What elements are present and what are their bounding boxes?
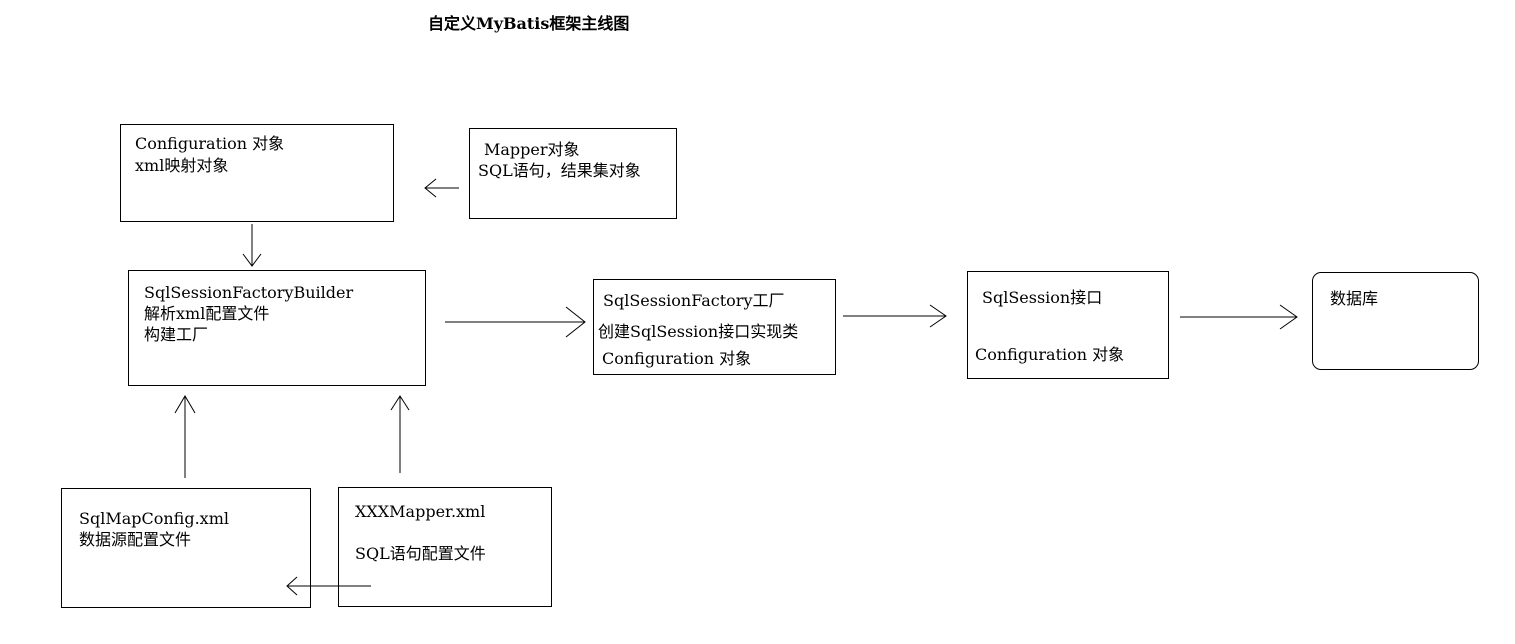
database-node xyxy=(1312,272,1479,370)
mapper-node xyxy=(469,128,677,219)
sqlmapconfig-line-1: SqlMapConfig.xml xyxy=(79,509,229,528)
mapper-line-1: Mapper对象 xyxy=(484,140,580,159)
configuration-node xyxy=(120,124,394,222)
session-node xyxy=(967,271,1169,379)
builder-line-3: 构建工厂 xyxy=(144,325,209,344)
xxxmapper-line-2: SQL语句配置文件 xyxy=(355,544,486,563)
edge-factory-to-session xyxy=(843,304,947,328)
edge-xxxmapper-to-builder xyxy=(390,395,410,473)
sqlmapconfig-node xyxy=(61,488,311,608)
edge-configuration-to-builder xyxy=(242,224,262,267)
diagram-title: 自定义MyBatis框架主线图 xyxy=(428,14,630,33)
edge-sqlmapconfig-to-builder xyxy=(174,395,196,478)
xxxmapper-node xyxy=(338,487,552,607)
sqlmapconfig-line-2: 数据源配置文件 xyxy=(79,530,192,549)
configuration-line-2: xml映射对象 xyxy=(135,156,229,175)
session-line-2: Configuration 对象 xyxy=(975,345,1125,364)
edge-builder-to-factory xyxy=(445,306,586,338)
database-line-1: 数据库 xyxy=(1330,289,1379,308)
builder-line-1: SqlSessionFactoryBuilder xyxy=(144,283,354,302)
builder-node xyxy=(128,270,426,386)
configuration-line-1: Configuration 对象 xyxy=(135,134,285,153)
factory-node xyxy=(593,279,836,375)
factory-line-2: 创建SqlSession接口实现类 xyxy=(598,322,799,341)
edge-session-to-database xyxy=(1180,304,1298,330)
edge-mapper-to-configuration xyxy=(424,178,459,198)
xxxmapper-line-1: XXXMapper.xml xyxy=(355,502,486,521)
builder-line-2: 解析xml配置文件 xyxy=(144,304,270,323)
session-line-1: SqlSession接口 xyxy=(982,288,1103,307)
mapper-line-2: SQL语句，结果集对象 xyxy=(478,161,641,180)
factory-line-1: SqlSessionFactory工厂 xyxy=(603,291,785,310)
factory-line-3: Configuration 对象 xyxy=(602,349,752,368)
